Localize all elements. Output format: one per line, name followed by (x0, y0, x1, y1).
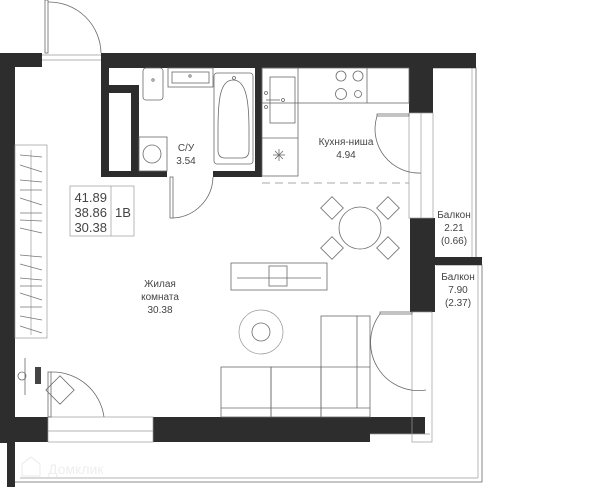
bathroom-area: 3.54 (176, 156, 196, 167)
rug-icon (238, 309, 284, 355)
kitchen-name: Кухня-ниша (319, 137, 374, 148)
apartment-type: 1В (115, 205, 131, 220)
kitchen-area: 4.94 (336, 150, 356, 161)
electrical-panel-icon (17, 358, 41, 395)
living-name-line2: комната (141, 292, 179, 303)
entry-chair-icon (45, 375, 75, 405)
balcony1-door (374, 113, 422, 174)
watermark-logo: Домклик (21, 456, 104, 477)
living-area: 30.38 (147, 305, 172, 316)
balcony2-reduced-area: (2.37) (445, 298, 471, 309)
balcony1-name: Балкон (437, 210, 471, 221)
balcony2-name: Балкон (441, 272, 475, 283)
bathroom-name: С/У (178, 143, 195, 154)
kitchen-counter (261, 67, 410, 177)
cooktop-icon (335, 70, 364, 100)
living-door (47, 371, 105, 418)
bathtub-icon (213, 72, 254, 165)
entry-door (44, 0, 102, 54)
summary-box: 41.89 38.86 30.38 1В (69, 185, 135, 237)
gas-riser-icon (273, 149, 285, 161)
walls (0, 53, 482, 487)
summary-living-total: 38.86 (74, 205, 107, 220)
sofa-icon (220, 315, 371, 418)
balcony1-area: 2.21 (444, 223, 464, 234)
sink-icon (167, 67, 214, 88)
kitchen-sink-icon (264, 76, 296, 124)
summary-total: 41.89 (74, 190, 107, 205)
balcony2-area: 7.90 (448, 285, 468, 296)
balcony1-reduced-area: (0.66) (441, 236, 467, 247)
dining-table-icon (320, 196, 400, 260)
balcony2-door (370, 311, 427, 391)
living-name-line1: Жилая (144, 279, 176, 290)
summary-living: 30.38 (74, 220, 107, 235)
toilet-icon (142, 67, 164, 101)
windows (42, 54, 434, 443)
wardrobe (14, 144, 48, 339)
washing-machine-icon (138, 136, 168, 172)
svg-text:Домклик: Домклик (48, 461, 104, 477)
tv-unit-icon (230, 262, 328, 291)
bathroom-door (169, 176, 214, 219)
